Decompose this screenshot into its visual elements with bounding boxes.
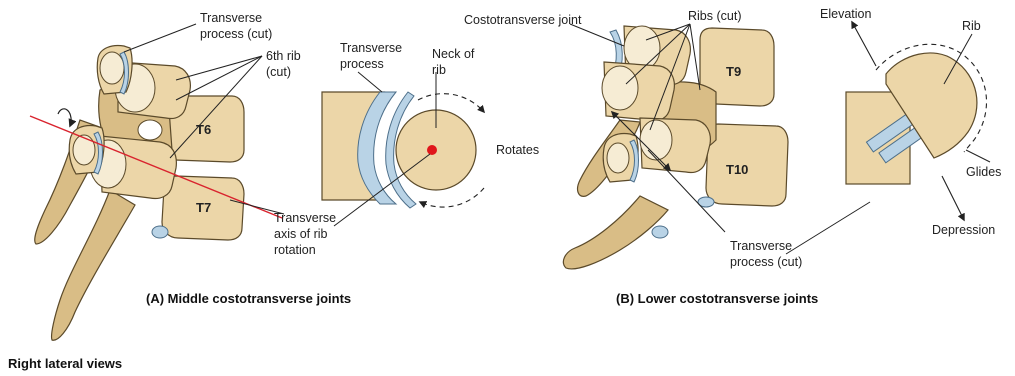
label-costotransverse-joint: Costotransverse joint [464,13,582,27]
articular-facet-b-lower [652,226,668,238]
rotation-arrow-icon [58,109,71,126]
label-sixth-rib-1: 6th rib [266,49,301,63]
intervertebral-foramen-a [138,120,162,140]
label-t7: T7 [196,200,211,215]
articular-facet-a [152,226,168,238]
label-transverse-process-cut-b-1: Transverse [730,239,792,253]
footer-views-label: Right lateral views [8,356,122,371]
panel-a-schematic [322,92,484,208]
label-t10: T10 [726,162,748,177]
rotation-arc-bottom [420,188,484,207]
label-transverse-process-2: process [340,57,384,71]
label-axis-3: rotation [274,243,316,257]
panel-b-schematic [846,44,987,184]
label-neck-of-rib-2: rib [432,63,446,77]
label-transverse-process-cut-2: process (cut) [200,27,272,41]
label-axis-1: Transverse [274,211,336,225]
tp-cut-face-upper [100,52,124,84]
elevation-arrow-icon [852,22,876,66]
tp-cut-face-lower [73,135,95,165]
rib-cut-face-lower-b [640,120,672,160]
rib-cut-face-middle-b [602,66,638,110]
label-depression: Depression [932,223,995,237]
label-rotates: Rotates [496,143,539,157]
label-neck-of-rib-1: Neck of [432,47,475,61]
tp-cut-face-b [607,143,629,173]
label-transverse-process-1: Transverse [340,41,402,55]
label-ribs-cut: Ribs (cut) [688,9,741,23]
label-transverse-process-cut-b-2: process (cut) [730,255,802,269]
label-t6: T6 [196,122,211,137]
label-transverse-process-cut-1: Transverse [200,11,262,25]
rotation-arc-top [418,94,484,112]
panel-b-caption: (B) Lower costotransverse joints [616,291,818,306]
rotation-point-icon [427,145,437,155]
label-rib: Rib [962,19,981,33]
panel-a-caption: (A) Middle costotransverse joints [146,291,351,306]
label-axis-2: axis of rib [274,227,328,241]
depression-arrow-icon [942,176,964,220]
label-t9: T9 [726,64,741,79]
label-sixth-rib-2: (cut) [266,65,291,79]
label-elevation: Elevation [820,7,871,21]
label-glides: Glides [966,165,1001,179]
